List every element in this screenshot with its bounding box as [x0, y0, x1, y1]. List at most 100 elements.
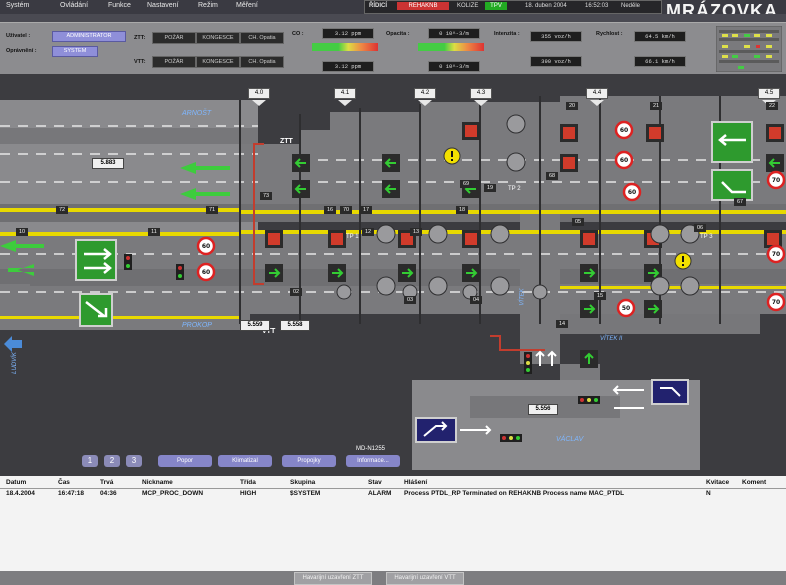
menu-mode[interactable]: Režim — [198, 2, 218, 9]
ztt-fire-button[interactable]: POŽÁR — [152, 32, 196, 44]
intensity-label: Intenzita : — [494, 31, 520, 37]
server-badge: REHAKNB — [397, 2, 449, 10]
vtt-chem-button[interactable]: CH. Opatia — [240, 56, 284, 68]
block-tag[interactable]: 21 — [650, 102, 662, 110]
green-signs — [75, 121, 753, 327]
arnost-label: ARNOŠT — [182, 110, 212, 117]
block-tag[interactable]: 19 — [484, 184, 496, 192]
emergency-close-ztt-button[interactable]: Havarijní uzavření ZTT — [294, 572, 372, 585]
distance-box-1: 5.883 — [92, 158, 124, 169]
distance-box-3: 5.558 — [280, 320, 310, 331]
block-tag[interactable]: 03 — [404, 296, 416, 304]
col-header-date[interactable]: Datum — [6, 479, 27, 486]
block-tag[interactable]: 73 — [260, 192, 272, 200]
svg-text:60: 60 — [620, 157, 628, 164]
user-label: Uživatel : — [6, 33, 31, 39]
bottom-bar: Havarijní uzavření ZTT Havarijní uzavřen… — [0, 571, 786, 585]
nav-climate-button[interactable]: Klimatizal — [218, 455, 272, 467]
svg-text:60: 60 — [628, 189, 636, 196]
permission-value[interactable]: SYSTEM — [52, 46, 98, 57]
col-header-comment[interactable]: Koment — [742, 479, 767, 486]
block-tag[interactable]: 10 — [16, 228, 28, 236]
block-tag[interactable]: 71 — [206, 206, 218, 214]
menu-settings[interactable]: Nastavení — [147, 2, 179, 9]
nav-popor-button[interactable]: Popor — [158, 455, 212, 467]
tunnel-schematic: 60 60 60 60 60 70 70 70 50 — [0, 74, 786, 476]
menu-divider — [0, 14, 786, 22]
page-3-button[interactable]: 3 — [126, 455, 142, 467]
block-tag[interactable]: 22 — [766, 102, 778, 110]
menu-functions[interactable]: Funkce — [108, 2, 131, 9]
block-tag[interactable]: 14 — [556, 320, 568, 328]
section-label-4-4[interactable]: 4.4 — [586, 88, 608, 99]
menu-bar: Systém Ovládání Funkce Nastavení Režim M… — [0, 0, 786, 21]
ztt-congestion-button[interactable]: KONGESCE — [196, 32, 240, 44]
date-text: 18. duben 2004 — [525, 3, 567, 9]
speed-top-value: 64.5 km/h — [634, 31, 686, 42]
section-label-4-3[interactable]: 4.3 — [470, 88, 492, 99]
weekday-text: Neděle — [621, 3, 641, 9]
block-tag[interactable]: 12 — [362, 228, 374, 236]
ludvik-label: LUDVÍK — [11, 352, 18, 374]
block-tag[interactable]: 11 — [148, 228, 160, 236]
svg-text:60: 60 — [202, 269, 210, 276]
section-label-4-0[interactable]: 4.0 — [248, 88, 270, 99]
vtt-congestion-button[interactable]: KONGESCE — [196, 56, 240, 68]
ztt-label: ZTT: — [134, 35, 146, 41]
nav-info-button[interactable]: Informace... — [346, 455, 400, 467]
block-tag[interactable]: 20 — [566, 102, 578, 110]
block-tag[interactable]: 70 — [340, 206, 352, 214]
section-label-4-2[interactable]: 4.2 — [414, 88, 436, 99]
block-tag[interactable]: 17 — [360, 206, 372, 214]
page-1-button[interactable]: 1 — [82, 455, 98, 467]
col-header-group[interactable]: Skupina — [290, 479, 316, 486]
block-tag[interactable]: 02 — [290, 288, 302, 296]
block-tag[interactable]: 72 — [56, 206, 68, 214]
block-tag[interactable]: 69 — [460, 180, 472, 188]
distance-box-4: 5.556 — [528, 404, 558, 415]
menu-measurement[interactable]: Měření — [236, 2, 258, 9]
col-header-time[interactable]: Čas — [58, 479, 70, 486]
svg-text:60: 60 — [620, 127, 628, 134]
header-divider — [0, 488, 786, 489]
overview-minimap[interactable] — [716, 26, 782, 72]
user-value[interactable]: ADMINISTRATOR — [52, 31, 126, 42]
svg-text:70: 70 — [772, 251, 780, 258]
menu-system[interactable]: Systém — [6, 2, 30, 9]
page-2-button[interactable]: 2 — [104, 455, 120, 467]
row-nickname: MCP_PROC_DOWN — [142, 490, 204, 497]
block-tag[interactable]: 13 — [410, 228, 422, 236]
col-header-ack[interactable]: Kvitace — [706, 479, 730, 486]
vtt-label: VTT: — [134, 59, 146, 65]
opacity-gauge — [418, 43, 484, 51]
block-tag[interactable]: 06 — [694, 224, 706, 232]
col-header-class[interactable]: Třída — [240, 479, 256, 486]
block-tag[interactable]: 05 — [572, 218, 584, 226]
block-tag[interactable]: 18 — [456, 206, 468, 214]
vtt-fire-button[interactable]: POŽÁR — [152, 56, 196, 68]
svg-text:50: 50 — [622, 305, 630, 312]
intensity-top-value: 355 voz/h — [530, 31, 582, 42]
block-tag[interactable]: 16 — [324, 206, 336, 214]
block-tag[interactable]: 04 — [470, 296, 482, 304]
speed-label: Rychlost : — [596, 31, 623, 37]
menu-control[interactable]: Ovládání — [60, 2, 89, 9]
col-header-nickname[interactable]: Nickname — [142, 479, 173, 486]
distance-box-2: 5.559 — [240, 320, 270, 331]
nav-connections-button[interactable]: Propojky — [282, 455, 336, 467]
col-header-message[interactable]: Hlášení — [404, 479, 428, 486]
control-panel: Uživatel : ADMINISTRATOR Oprávnění : SYS… — [0, 22, 786, 76]
block-tag[interactable]: 15 — [594, 292, 606, 300]
emergency-close-vtt-button[interactable]: Havarijní uzavření VTT — [386, 572, 464, 585]
co-label: CO : — [292, 31, 304, 37]
block-tag[interactable]: 67 — [734, 198, 746, 206]
opacity-bottom-value: 0 10^-3/m — [428, 61, 480, 72]
col-header-state[interactable]: Stav — [368, 479, 382, 486]
time-text: 16:52:03 — [585, 3, 609, 9]
col-header-duration[interactable]: Trvá — [100, 479, 114, 486]
block-tag[interactable]: 68 — [546, 172, 558, 180]
ztt-chem-button[interactable]: CH. Opatia — [240, 32, 284, 44]
collision-badge: TPV — [485, 2, 507, 10]
section-label-4-5[interactable]: 4.5 — [758, 88, 780, 99]
section-label-4-1[interactable]: 4.1 — [334, 88, 356, 99]
